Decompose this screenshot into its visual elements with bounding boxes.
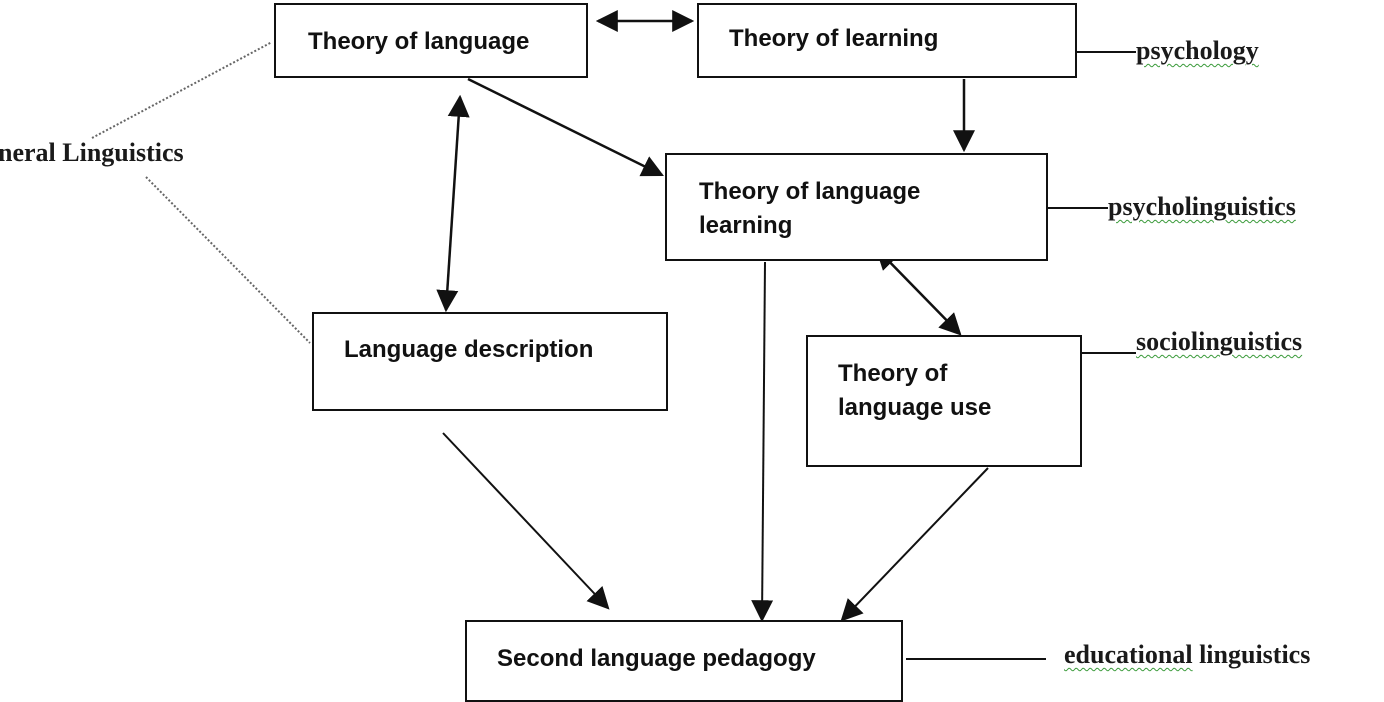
label-educational-linguistics: educational linguistics [1064, 640, 1310, 670]
node-label: Theory of language [308, 28, 530, 55]
arrow-language-description [436, 94, 470, 313]
dotted-line-gl-language-description [145, 176, 311, 344]
label-psychology: psychology [1136, 36, 1259, 65]
node-second-language-pedagogy: Second language pedagogy [465, 620, 903, 702]
arrow-use-to-pedagogy [840, 467, 989, 622]
label-psycholinguistics: psycholinguistics [1108, 192, 1296, 221]
node-theory-of-language-learning: Theory of language learning [665, 153, 1048, 261]
node-label-line-1: Theory of language [699, 178, 921, 205]
node-theory-of-language: Theory of language [274, 3, 588, 78]
node-label-line-1: Theory of [838, 360, 948, 387]
arrow-language-learning-use [875, 247, 962, 336]
arrow-language-learning-to-pedagogy [751, 261, 774, 623]
arrow-description-to-pedagogy [442, 432, 610, 610]
node-theory-of-learning: Theory of learning [697, 3, 1077, 78]
arrow-language-to-language-learning [467, 77, 664, 177]
label-general-linguistics: neral Linguistics [0, 138, 184, 167]
label-educational: educational [1064, 640, 1193, 669]
label-linguistics: linguistics [1192, 640, 1311, 669]
label-sociolinguistics: sociolinguistics [1136, 327, 1303, 356]
node-label-line-2: learning [699, 212, 793, 239]
node-label: Theory of learning [729, 25, 939, 52]
node-label: Second language pedagogy [497, 645, 816, 672]
dotted-line-gl-theory-language [91, 41, 273, 139]
node-label: Language description [344, 336, 594, 363]
node-theory-of-language-use: Theory of language use [806, 335, 1082, 467]
node-label-line-2: language use [838, 394, 992, 421]
node-language-description: Language description [312, 312, 668, 411]
